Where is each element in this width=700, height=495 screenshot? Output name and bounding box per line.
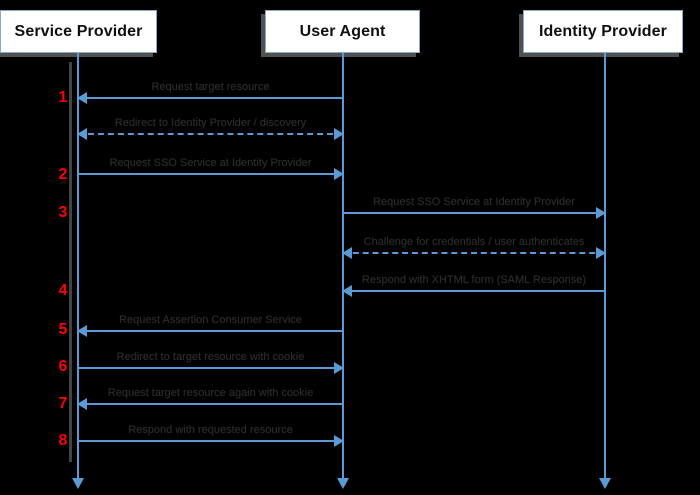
arrowhead-right-icon bbox=[334, 128, 344, 140]
step-number-2: 2 bbox=[58, 166, 68, 183]
message-shaft bbox=[78, 367, 343, 369]
message-shaft bbox=[78, 173, 343, 175]
lifeline-arrowhead-idp bbox=[599, 478, 611, 489]
actor-box-ua[interactable]: User Agent bbox=[265, 10, 420, 53]
step-number-1: 1 bbox=[58, 89, 68, 106]
step-number-8: 8 bbox=[58, 432, 68, 449]
message-shaft bbox=[78, 133, 343, 135]
lifeline-idp bbox=[604, 53, 606, 478]
step-number-5: 5 bbox=[58, 321, 68, 338]
arrowhead-left-icon bbox=[77, 325, 87, 337]
activation-bar-service-provider bbox=[69, 62, 72, 462]
arrowhead-right-icon bbox=[334, 435, 344, 447]
actor-label-idp: Identity Provider bbox=[539, 22, 667, 40]
actor-label-ua: User Agent bbox=[299, 22, 386, 40]
message-label: Challenge for credentials / user authent… bbox=[363, 236, 585, 248]
step-number-3: 3 bbox=[58, 204, 68, 221]
arrowhead-left-icon bbox=[77, 398, 87, 410]
arrowhead-left-icon bbox=[342, 285, 352, 297]
arrowhead-right-icon bbox=[596, 207, 606, 219]
arrowhead-left-icon bbox=[77, 92, 87, 104]
message-label: Request SSO Service at Identity Provider bbox=[373, 196, 575, 208]
lifeline-arrowhead-ua bbox=[337, 478, 349, 489]
message-label: Request target resource again with cooki… bbox=[107, 387, 314, 399]
message-label: Respond with XHTML form (SAML Response) bbox=[361, 274, 587, 286]
message-shaft bbox=[343, 212, 605, 214]
step-number-4: 4 bbox=[58, 282, 68, 299]
message-shaft bbox=[78, 330, 343, 332]
lifeline-arrowhead-sp bbox=[72, 478, 84, 489]
message-shaft bbox=[78, 97, 343, 99]
arrowhead-right-icon bbox=[596, 247, 606, 259]
step-number-6: 6 bbox=[58, 358, 68, 375]
message-label: Respond with requested resource bbox=[128, 424, 293, 436]
lifeline-ua bbox=[342, 53, 344, 478]
message-shaft bbox=[343, 252, 605, 254]
message-shaft bbox=[343, 290, 605, 292]
arrowhead-left-icon bbox=[77, 128, 87, 140]
actor-label-sp: Service Provider bbox=[14, 22, 143, 40]
arrowhead-right-icon bbox=[334, 168, 344, 180]
actor-box-sp[interactable]: Service Provider bbox=[0, 10, 157, 53]
message-label: Redirect to target resource with cookie bbox=[116, 351, 305, 363]
lifeline-sp bbox=[77, 53, 79, 478]
message-label: Request Assertion Consumer Service bbox=[119, 314, 302, 326]
message-shaft bbox=[78, 403, 343, 405]
actor-box-idp[interactable]: Identity Provider bbox=[523, 10, 683, 53]
step-number-7: 7 bbox=[58, 395, 68, 412]
message-shaft bbox=[78, 440, 343, 442]
message-label: Request SSO Service at Identity Provider bbox=[109, 157, 312, 169]
message-label: Redirect to Identity Provider / discover… bbox=[114, 117, 307, 129]
message-label: Request target resource bbox=[151, 81, 270, 93]
arrowhead-left-icon bbox=[342, 247, 352, 259]
arrowhead-right-icon bbox=[334, 362, 344, 374]
